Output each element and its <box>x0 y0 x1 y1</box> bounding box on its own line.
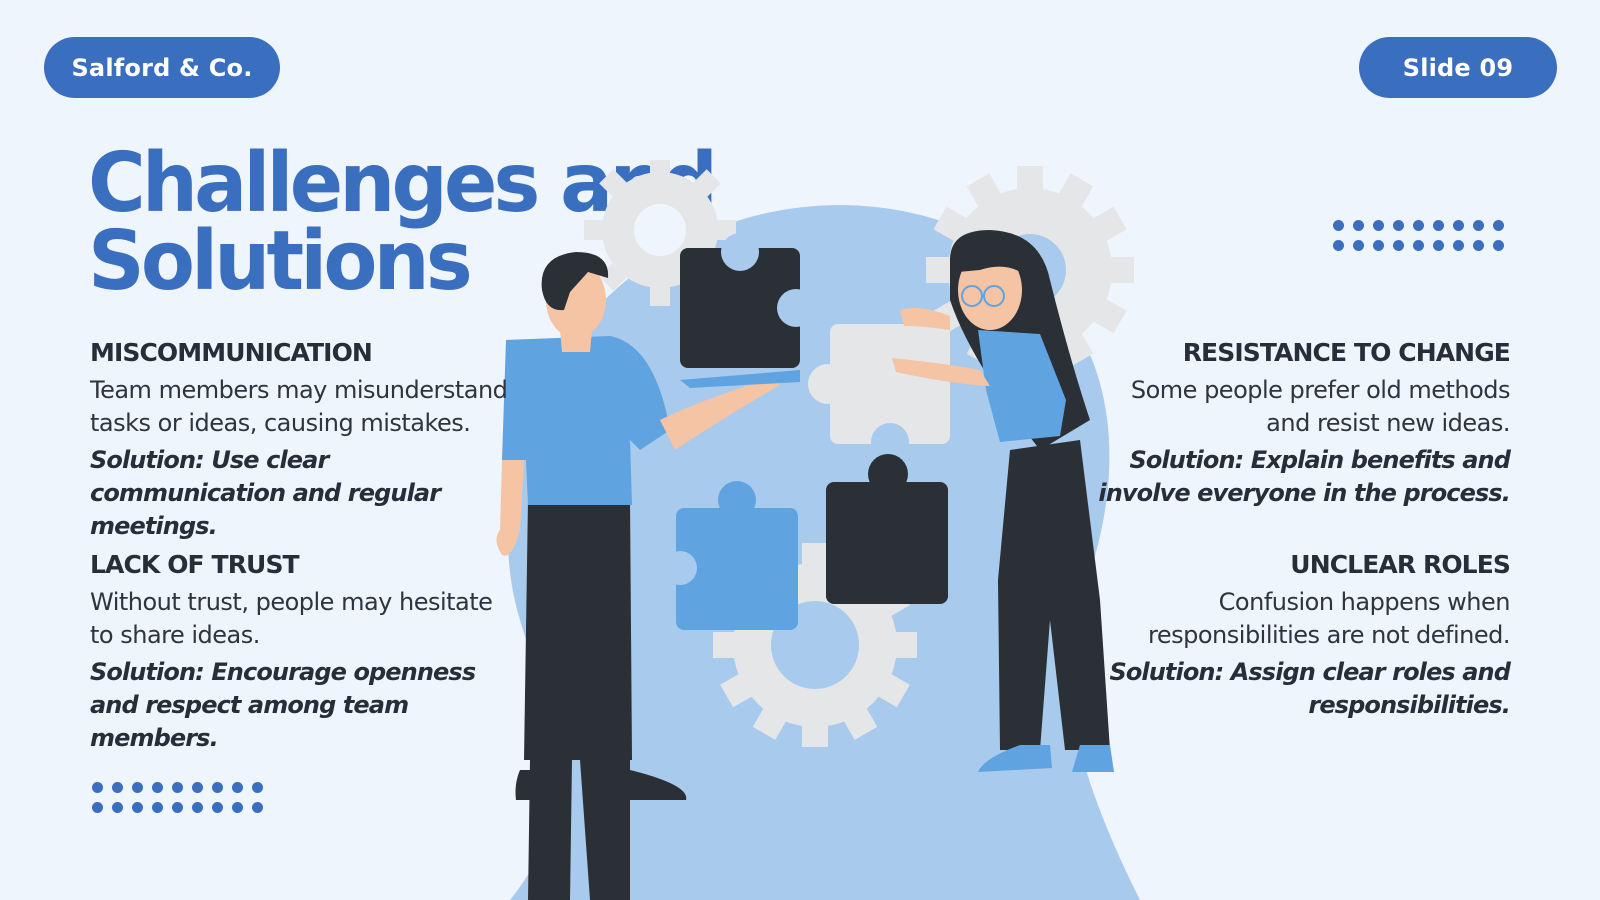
challenge-description: Team members may misunderstand tasks or … <box>90 376 508 437</box>
challenge-solution: Solution: Explain benefits and involve e… <box>1098 446 1510 507</box>
challenge-description: Confusion happens when responsibilities … <box>1148 588 1510 649</box>
challenge-unclear-roles: UNCLEAR ROLES Confusion happens when res… <box>1090 550 1510 722</box>
brand-badge: Salford & Co. <box>44 37 280 98</box>
slide-number: Slide 09 <box>1402 53 1514 82</box>
challenge-resistance-to-change: RESISTANCE TO CHANGE Some people prefer … <box>1090 338 1510 510</box>
challenge-solution: Solution: Encourage openness and respect… <box>90 658 476 752</box>
challenge-solution: Solution: Assign clear roles and respons… <box>1109 658 1510 719</box>
challenge-lack-of-trust: LACK OF TRUST Without trust, people may … <box>90 550 510 755</box>
puzzle-piece-blue <box>663 481 798 630</box>
brand-name: Salford & Co. <box>71 53 253 82</box>
decorative-dots-top-right <box>1333 220 1504 251</box>
decorative-dots-bottom-left <box>92 782 263 813</box>
challenge-description: Without trust, people may hesitate to sh… <box>90 588 493 649</box>
puzzle-piece-gray <box>808 324 950 461</box>
slide-number-badge: Slide 09 <box>1359 37 1557 98</box>
challenge-solution: Solution: Use clear communication and re… <box>90 446 441 540</box>
challenge-description: Some people prefer old methods and resis… <box>1130 376 1511 437</box>
challenge-heading: LACK OF TRUST <box>90 550 300 579</box>
woman-figure <box>892 230 1114 772</box>
challenge-heading: RESISTANCE TO CHANGE <box>1182 338 1511 367</box>
challenge-miscommunication: MISCOMMUNICATION Team members may misund… <box>90 338 510 543</box>
challenge-heading: UNCLEAR ROLES <box>1290 550 1511 579</box>
puzzle-piece-dark-top <box>680 233 815 368</box>
puzzle-piece-dark-bottom <box>826 454 948 604</box>
challenge-heading: MISCOMMUNICATION <box>90 338 373 367</box>
man-figure <box>496 252 800 900</box>
slide-title-line-2: Solutions <box>88 214 473 309</box>
teamwork-puzzle-illustration <box>496 160 1140 900</box>
